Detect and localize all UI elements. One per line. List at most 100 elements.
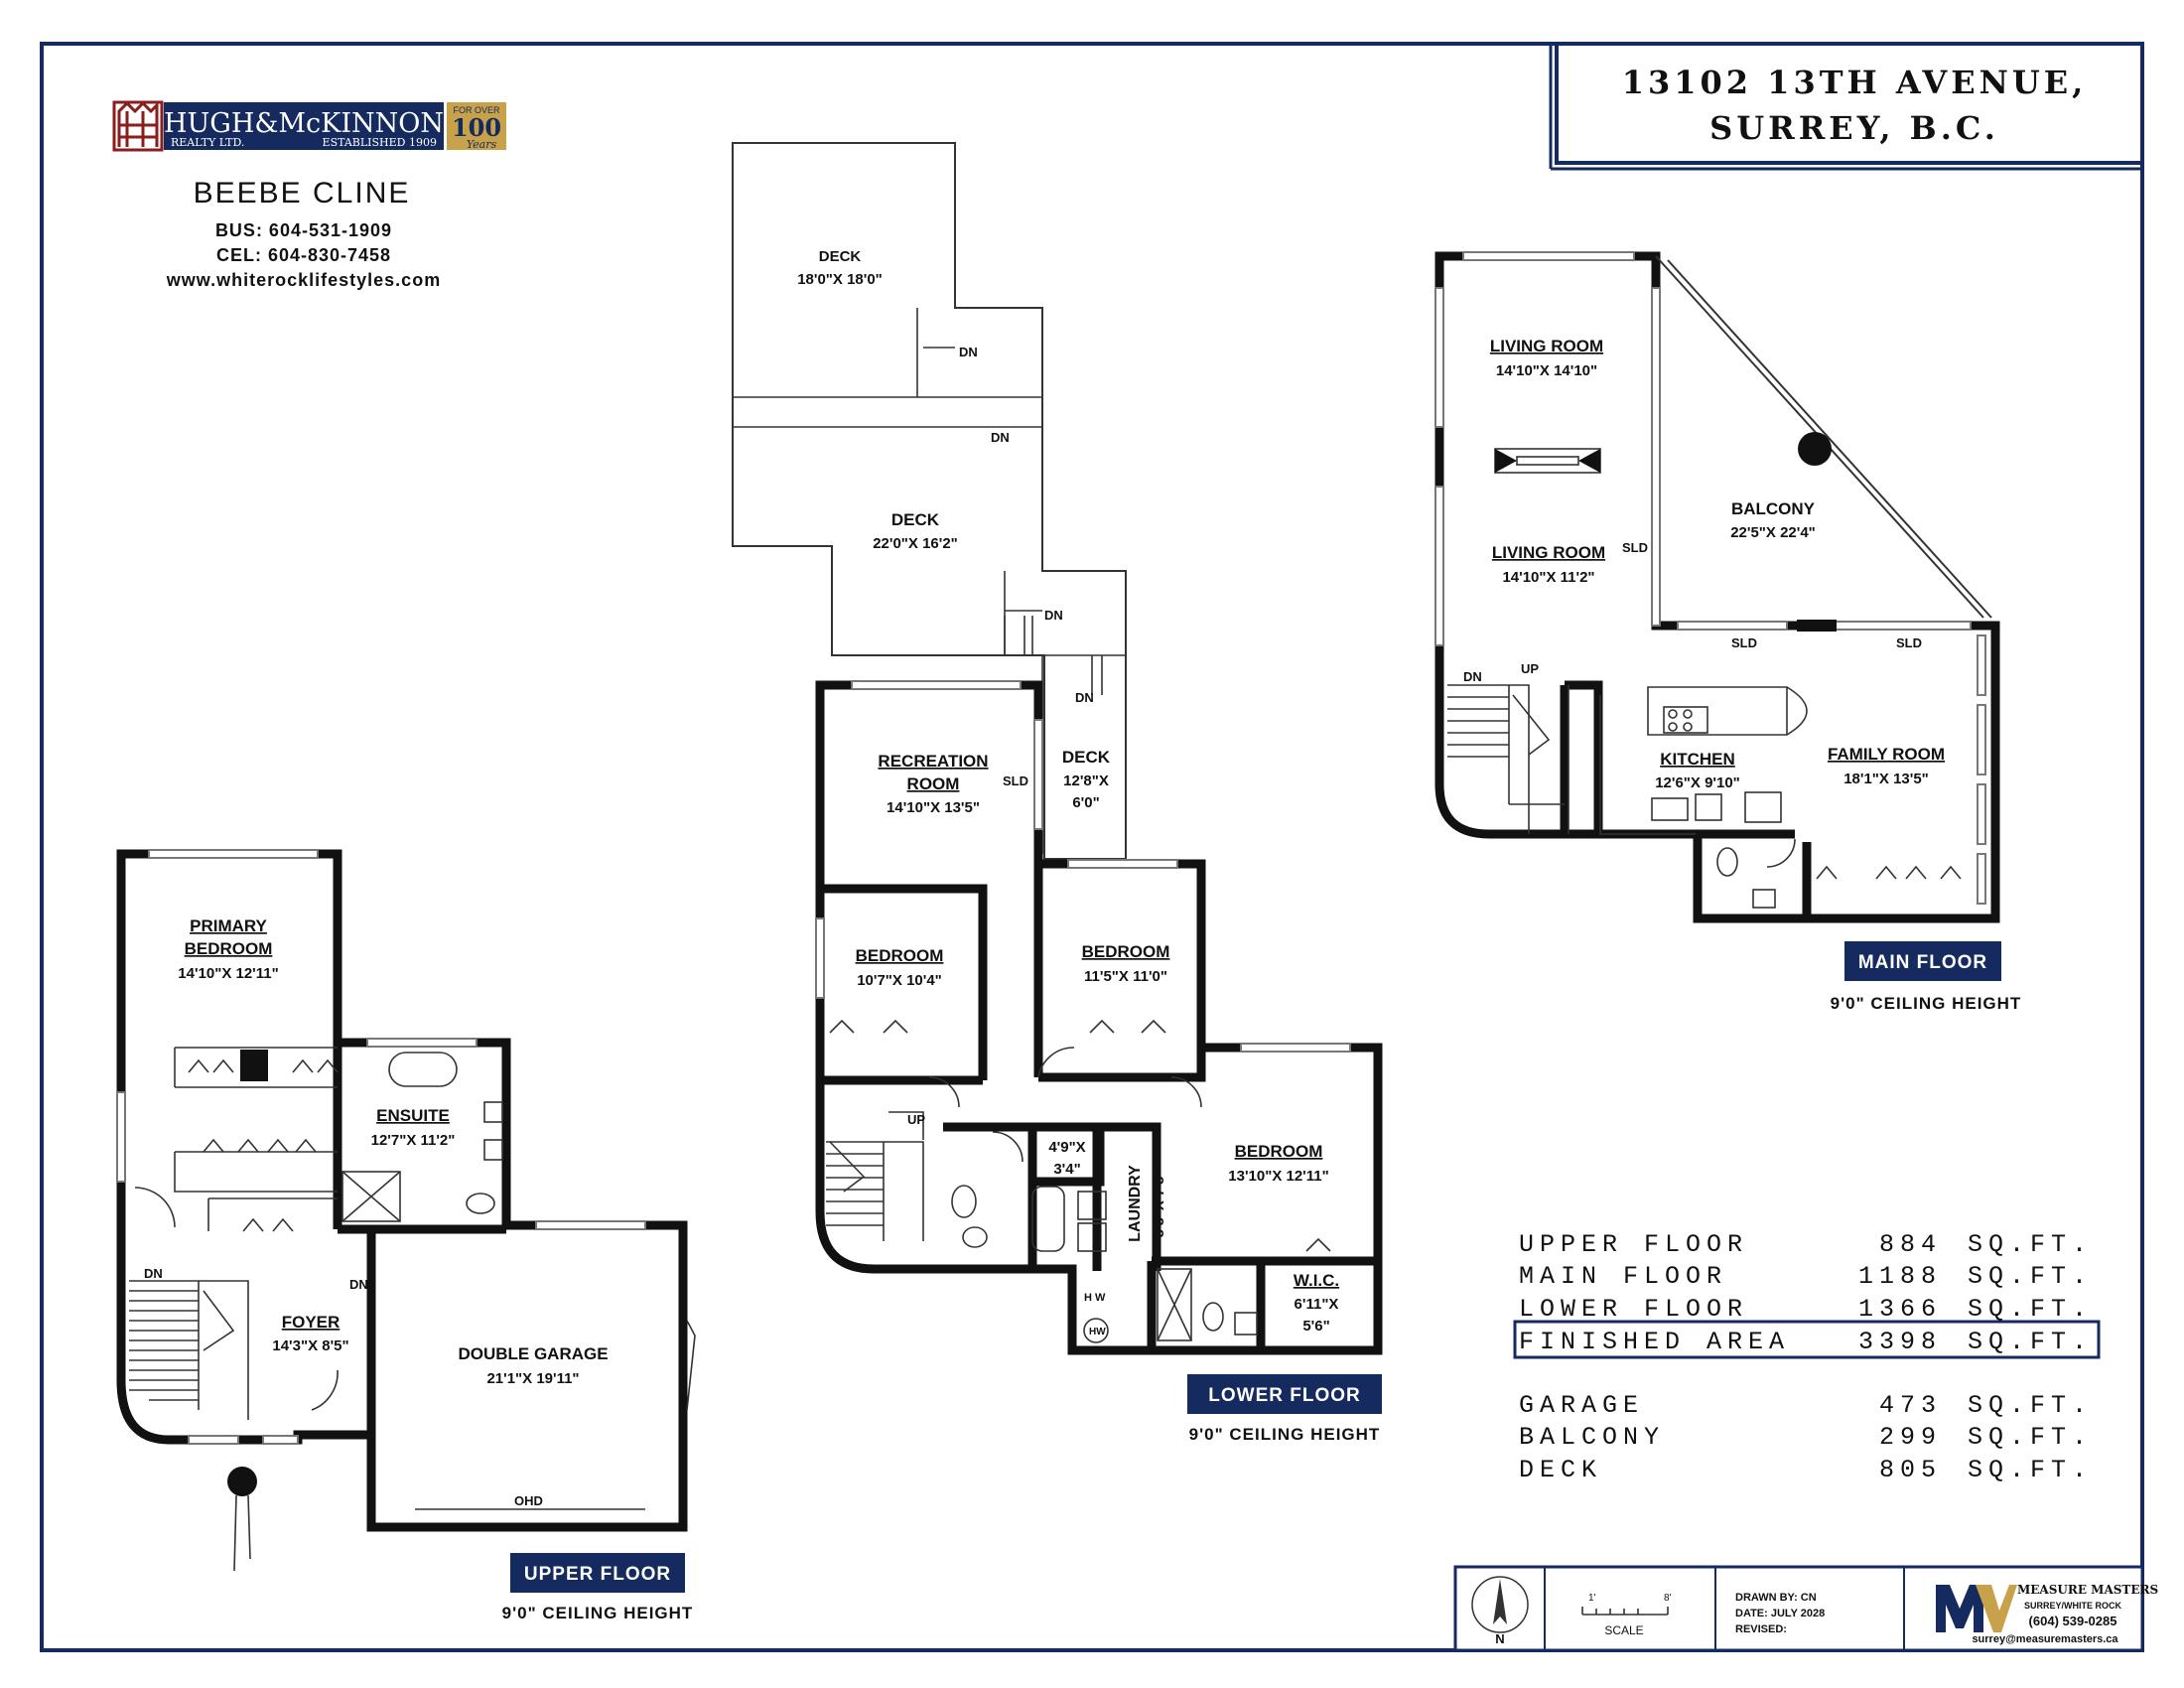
upper-floor-label: UPPER FLOOR (524, 1564, 671, 1585)
area-deck-label: DECK (1519, 1456, 1602, 1484)
lower-floor-ceiling: 9'0" CEILING HEIGHT (1189, 1425, 1381, 1444)
area-deck-unit: SQ.FT. (1968, 1456, 2093, 1484)
main-floor-ceiling: 9'0" CEILING HEIGHT (1831, 994, 2022, 1013)
closet-small-dims2: 3'4" (1053, 1161, 1080, 1178)
company-phone: (604) 539-0285 (2029, 1614, 2117, 1628)
north-label: N (1495, 1631, 1504, 1646)
room-bed-lower-mid-dims: 11'5"X 11'0" (1084, 968, 1167, 985)
room-living2-dims: 14'10"X 11'2" (1502, 569, 1594, 586)
recreation-sld: SLD (1003, 774, 1028, 788)
water-heater-label: HW (1089, 1327, 1106, 1337)
upper-floor-plan: PRIMARY BEDROOM 14'10"X 12'11" ENSUITE 1… (116, 849, 696, 1622)
page-border (40, 42, 2144, 1652)
room-deck-small-name: DECK (1062, 748, 1111, 767)
scale-b: 8' (1664, 1593, 1672, 1604)
company-sub: SURREY/WHITE ROCK (2024, 1601, 2122, 1611)
agent-cell-phone: CEL: 604-830-7458 (216, 245, 391, 265)
room-bed-lower-left-name: BEDROOM (856, 946, 944, 965)
upper-stair-dn: DN (144, 1266, 163, 1281)
company-email: surrey@measuremasters.ca (1972, 1633, 2118, 1645)
room-kitchen-name: KITCHEN (1660, 750, 1735, 769)
room-kitchen-dims: 12'6"X 9'10" (1655, 774, 1740, 791)
room-balcony-dims: 22'5"X 22'4" (1730, 524, 1816, 541)
room-laundry-name: LAUNDRY (1127, 1165, 1144, 1242)
room-living1-dims: 14'10"X 14'10" (1496, 362, 1597, 379)
address-box: 13102 13TH AVENUE, SURREY, B.C. (1549, 42, 2144, 171)
living-sld: SLD (1622, 540, 1648, 555)
area-balcony-value: 299 (1879, 1423, 1942, 1452)
area-finished-value: 3398 (1858, 1328, 1942, 1356)
area-finished-unit: SQ.FT. (1968, 1328, 2093, 1356)
room-foyer-name: FOYER (282, 1313, 341, 1332)
north-arrow-icon (1471, 1576, 1529, 1633)
room-deck-mid-dims: 22'0"X 16'2" (873, 535, 958, 552)
deck-stair-dn-1: DN (959, 345, 978, 359)
room-living1-name: LIVING ROOM (1490, 337, 1603, 355)
area-finished-label: FINISHED AREA (1519, 1328, 1790, 1356)
area-main-label: MAIN FLOOR (1519, 1262, 1727, 1291)
agent-website: www.whiterocklifestyles.com (166, 270, 441, 290)
room-wic-dims2: 5'6" (1302, 1318, 1329, 1335)
garage-door-dn: DN (349, 1277, 368, 1292)
area-main-value: 1188 (1858, 1262, 1942, 1291)
area-main-unit: SQ.FT. (1968, 1262, 2093, 1291)
area-deck-value: 805 (1879, 1456, 1942, 1484)
lower-floor-label: LOWER FLOOR (1208, 1385, 1360, 1406)
room-deck-top-dims: 18'0"X 18'0" (797, 271, 883, 288)
room-family-dims: 18'1"X 13'5" (1843, 771, 1929, 787)
room-foyer-dims: 14'3"X 8'5" (272, 1337, 348, 1354)
area-upper-value: 884 (1879, 1230, 1942, 1259)
room-deck-small-dims2: 6'0" (1072, 794, 1099, 811)
room-balcony-name: BALCONY (1731, 499, 1816, 518)
room-recreation-name1: RECREATION (878, 752, 988, 771)
revised: REVISED: (1735, 1623, 1787, 1635)
main-stair-up: UP (1521, 661, 1539, 676)
area-upper-label: UPPER FLOOR (1519, 1230, 1748, 1259)
room-primary-name2: BEDROOM (185, 939, 273, 958)
scale-label: SCALE (1604, 1623, 1643, 1637)
area-lower-value: 1366 (1858, 1295, 1942, 1324)
lower-floor-plan: DECK 18'0"X 18'0" DECK 22'0"X 16'2" DN D… (732, 142, 1383, 1444)
room-recreation-dims: 14'10"X 13'5" (887, 799, 980, 816)
measure-masters-logo-icon (1936, 1585, 2017, 1632)
room-garage-dims: 21'1"X 19'11" (486, 1370, 579, 1387)
main-stair-dn: DN (1463, 669, 1482, 684)
brokerage-sub-right: ESTABLISHED 1909 (323, 136, 437, 149)
brokerage-logo: HUGH&McKINNON REALTY LTD. ESTABLISHED 19… (112, 100, 506, 152)
room-deck-mid-name: DECK (891, 510, 940, 529)
water-heater-label-v: H W (1084, 1292, 1106, 1304)
badge-bottom: Years (467, 138, 497, 151)
drawn-by: DRAWN BY: CN (1735, 1592, 1817, 1604)
room-primary-dims: 14'10"X 12'11" (178, 965, 278, 982)
area-balcony-unit: SQ.FT. (1968, 1423, 2093, 1452)
scale-bar-icon (1581, 1607, 1669, 1616)
finished-area-highlight (1513, 1320, 2101, 1359)
room-bed-lower-right-name: BEDROOM (1235, 1142, 1323, 1161)
deck-stair-dn-4: DN (1075, 690, 1094, 705)
area-table: UPPER FLOOR 884 SQ.FT. MAIN FLOOR 1188 S… (1513, 1230, 2101, 1484)
deck-stair-dn-3: DN (1044, 608, 1063, 623)
main-floor-label: MAIN FLOOR (1858, 952, 1987, 973)
area-garage-label: GARAGE (1519, 1391, 1644, 1420)
room-wic-dims1: 6'11"X (1295, 1296, 1339, 1313)
room-ensuite-name: ENSUITE (376, 1106, 450, 1125)
room-deck-top-name: DECK (819, 248, 862, 265)
address-line2: SURREY, B.C. (1709, 109, 1999, 147)
room-deck-small-dims1: 12'8"X (1063, 773, 1109, 789)
room-ensuite-dims: 12'7"X 11'2" (371, 1132, 456, 1149)
lower-stair-up: UP (907, 1112, 925, 1127)
area-garage-unit: SQ.FT. (1968, 1391, 2093, 1420)
upper-floor-ceiling: 9'0" CEILING HEIGHT (502, 1604, 694, 1622)
area-lower-label: LOWER FLOOR (1519, 1295, 1748, 1324)
scale-a: 1' (1588, 1593, 1596, 1604)
room-bed-lower-right-dims: 13'10"X 12'11" (1228, 1168, 1328, 1185)
area-garage-value: 473 (1879, 1391, 1942, 1420)
area-balcony-label: BALCONY (1519, 1423, 1665, 1452)
brokerage-emblem-icon (117, 100, 159, 147)
room-bed-lower-left-dims: 10'7"X 10'4" (857, 972, 942, 989)
brokerage-name: HUGH&McKINNON (164, 108, 444, 139)
drawn-date: DATE: JULY 2028 (1735, 1608, 1825, 1619)
room-bed-lower-mid-name: BEDROOM (1082, 942, 1170, 961)
room-wic-name: W.I.C. (1294, 1271, 1339, 1290)
